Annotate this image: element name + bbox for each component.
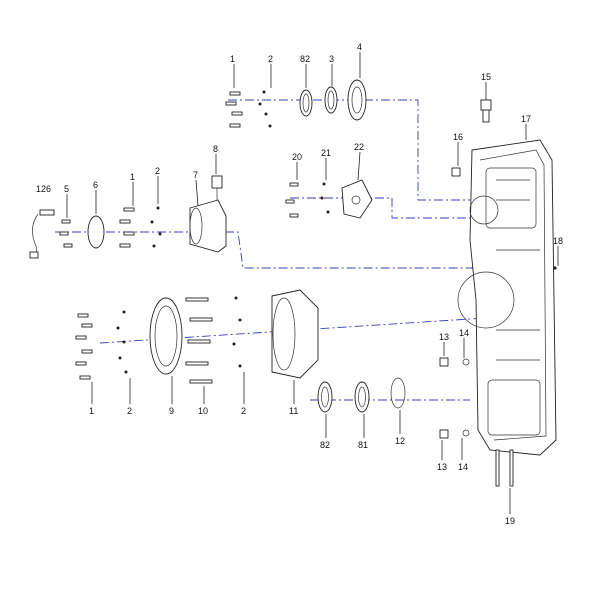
- callout-10: 10: [198, 406, 208, 416]
- callout-8: 8: [213, 144, 218, 154]
- washers-part-2-upper: [258, 90, 272, 128]
- bolts-part-10: [185, 297, 213, 384]
- leader-lines: [66, 52, 559, 514]
- callout-126: 126: [36, 184, 51, 194]
- callout-19: 19: [505, 516, 515, 526]
- callout-13-lower: 13: [437, 462, 447, 472]
- callout-12: 12: [395, 436, 405, 446]
- callout-1-middle: 1: [130, 172, 135, 182]
- main-housing-part-17: [457, 139, 557, 456]
- bolts-part-1-lower: [75, 313, 93, 380]
- callout-7: 7: [193, 170, 198, 180]
- callout-17: 17: [521, 114, 531, 124]
- washer-part-14-lower: [462, 429, 470, 437]
- callout-14-lower: 14: [458, 462, 468, 472]
- housing-part-11: [271, 289, 319, 379]
- studs-part-19: [495, 449, 514, 487]
- callout-5: 5: [64, 184, 69, 194]
- callout-22: 22: [354, 142, 364, 152]
- callout-13-upper: 13: [439, 332, 449, 342]
- cover-part-9: [149, 297, 183, 375]
- gasket-part-6: [87, 215, 105, 249]
- callout-18: 18: [553, 236, 563, 246]
- callout-2-upper: 2: [268, 54, 273, 64]
- callout-16: 16: [453, 132, 463, 142]
- seal-part-3: [324, 86, 338, 114]
- washers-part-2-lower-left: [116, 310, 128, 374]
- callout-9: 9: [169, 406, 174, 416]
- washer-part-14-upper: [462, 358, 470, 366]
- callout-3: 3: [329, 54, 334, 64]
- callout-21: 21: [321, 148, 331, 158]
- callout-20: 20: [292, 152, 302, 162]
- seal-part-82-lower: [317, 381, 333, 413]
- callout-2-lower-left: 2: [127, 406, 132, 416]
- callout-labels: 1 2 82 3 4 15 17 16 20 21 22 8 126 5 6 1…: [36, 42, 563, 526]
- callout-81: 81: [358, 440, 368, 450]
- washers-part-21: [320, 182, 330, 214]
- seal-part-81: [354, 381, 370, 413]
- callout-4: 4: [357, 42, 362, 52]
- snap-ring-part-12: [390, 377, 406, 409]
- sensor-part-126: [29, 209, 55, 259]
- callout-1-upper: 1: [230, 54, 235, 64]
- bolts-part-20: [285, 182, 299, 218]
- breather-part-15: [480, 99, 492, 123]
- callout-82-lower: 82: [320, 440, 330, 450]
- callout-6: 6: [93, 180, 98, 190]
- callout-2-middle: 2: [155, 166, 160, 176]
- bolts-part-5: [59, 219, 73, 248]
- nut-part-13-upper: [439, 357, 449, 367]
- washers-part-2-middle: [150, 206, 162, 248]
- cover-plate-part-22: [341, 179, 373, 219]
- callout-14-upper: 14: [459, 328, 469, 338]
- nut-part-13-lower: [439, 429, 449, 439]
- plug-part-16: [451, 167, 461, 177]
- callout-11: 11: [289, 406, 298, 416]
- callout-15: 15: [481, 72, 491, 82]
- bolts-part-1-upper: [225, 91, 243, 128]
- bolts-part-1-middle: [119, 207, 135, 248]
- fitting-part-8: [211, 175, 223, 200]
- callout-82-upper: 82: [300, 54, 310, 64]
- washers-part-2-lower-right: [232, 296, 242, 368]
- housing-part-7: [189, 199, 227, 253]
- cover-part-4: [347, 79, 367, 121]
- seal-part-82-upper: [299, 89, 313, 117]
- callout-2-lower-right: 2: [241, 406, 246, 416]
- callout-1-lower: 1: [89, 406, 94, 416]
